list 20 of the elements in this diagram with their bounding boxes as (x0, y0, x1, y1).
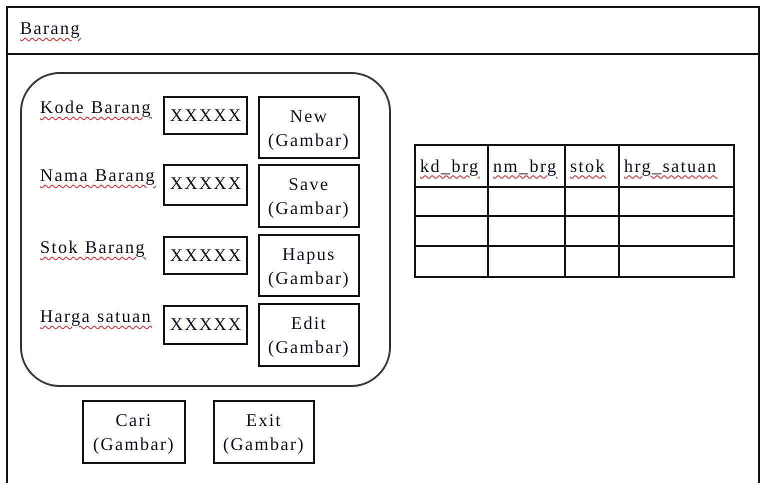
input-field: XXXXX (163, 164, 248, 206)
action-button: Hapus (Gambar) (258, 234, 360, 297)
field-label: Nama Barang (40, 164, 156, 186)
action-button: Cari (Gambar) (82, 400, 186, 464)
action-button: Exit (Gambar) (213, 400, 315, 464)
field-label: Harga satuan (40, 305, 152, 327)
input-field: XXXXX (163, 236, 248, 275)
window-title: Barang (20, 17, 81, 39)
action-button: New (Gambar) (258, 96, 360, 159)
column-header: kd_brg (415, 145, 488, 187)
field-label: Kode Barang (40, 96, 152, 118)
rounded-panel (20, 72, 391, 387)
input-field: XXXXX (163, 305, 248, 345)
action-button: Save (Gambar) (258, 164, 360, 228)
action-button: Edit (Gambar) (258, 303, 360, 367)
column-header: hrg_satuan (619, 145, 734, 187)
field-label: Stok Barang (40, 236, 146, 258)
column-header: nm_brg (488, 145, 565, 187)
column-header: stok (565, 145, 619, 187)
input-field: XXXXX (163, 96, 248, 135)
